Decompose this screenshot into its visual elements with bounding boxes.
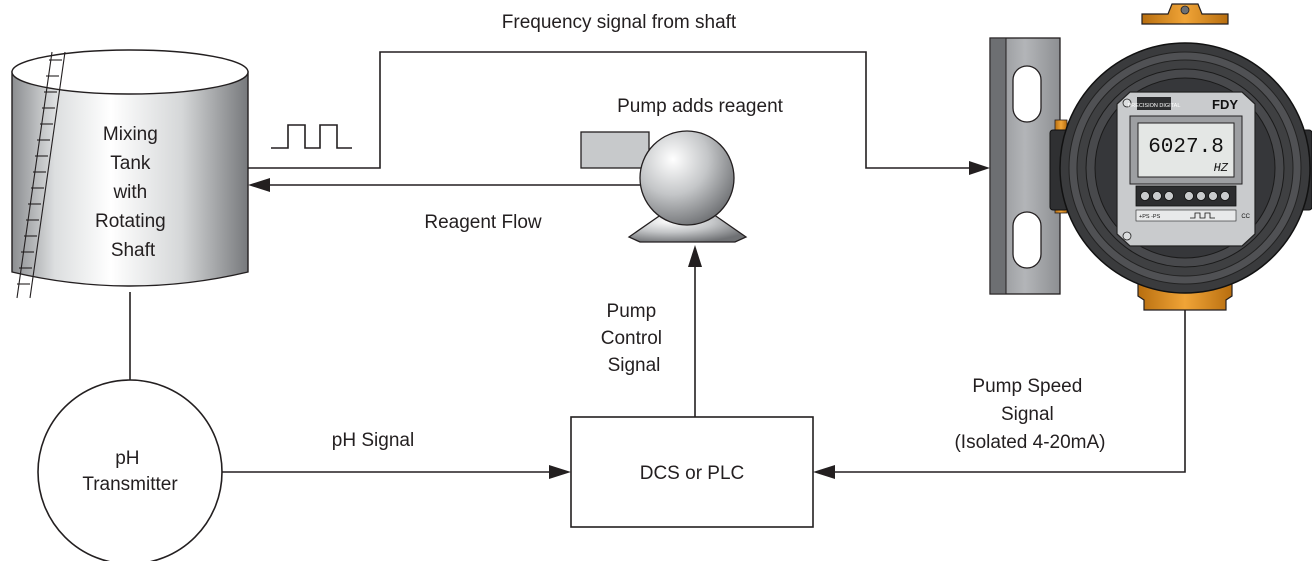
tank-label-line: Tank (110, 153, 151, 174)
terminal-legend: +PS -PS (1139, 214, 1161, 220)
faceplate-tag: CC (1241, 214, 1250, 220)
dcs-plc-box (570, 416, 814, 528)
faceplate-screw (1122, 98, 1132, 108)
pump-control-label-line: Signal (608, 355, 661, 376)
ph-transmitter-circle (37, 379, 223, 561)
mixing-tank (11, 49, 249, 287)
meter-faceplate: PRECISION DIGITAL FDY 6027.8 HZ +PS -PS … (1116, 91, 1256, 247)
pump-speed-label-line: Signal (1001, 404, 1054, 425)
tank-ladder (16, 51, 66, 299)
tank-label-line: Mixing (103, 124, 158, 145)
mounting-bracket (989, 37, 1061, 295)
bolt-stub (1054, 119, 1068, 131)
pump-speed-signal-line (834, 305, 1186, 473)
ph-transmitter-label: pH Transmitter (82, 448, 178, 495)
reagent-flow-arrowhead (248, 178, 270, 192)
tank-label-line: Shaft (111, 240, 156, 261)
brand-logo-text: PRECISION DIGITAL (1128, 103, 1181, 109)
frequency-signal-label: Frequency signal from shaft (502, 12, 737, 33)
pump (580, 130, 748, 243)
pump-control-signal-arrowhead (688, 245, 702, 267)
frequency-signal-line (248, 51, 972, 169)
pulse-icon (1190, 212, 1215, 219)
pulse-waveform-icon (271, 124, 352, 149)
fdy-meter: PRECISION DIGITAL FDY 6027.8 HZ +PS -PS … (989, 3, 1312, 311)
pump-speed-signal-arrowhead (813, 465, 835, 479)
brand-logo (1137, 97, 1171, 110)
terminal-screw (1164, 191, 1174, 201)
tank-label-line: with (112, 182, 147, 203)
pump-control-label-line: Pump (607, 301, 657, 322)
terminal-legend-strip (1135, 209, 1237, 222)
faceplate-screw (1122, 231, 1132, 241)
dcs-plc-label: DCS or PLC (640, 463, 745, 484)
ph-signal-arrowhead (549, 465, 571, 479)
ph-transmitter-label-line: Transmitter (82, 474, 178, 495)
terminal-screw (1196, 191, 1206, 201)
lcd-reading: 6027.8 (1148, 136, 1224, 159)
ph-transmitter-label-line: pH (115, 448, 139, 469)
terminal-screw (1208, 191, 1218, 201)
pump-speed-label-line: (Isolated 4-20mA) (954, 432, 1105, 453)
ph-signal-label: pH Signal (332, 430, 414, 451)
meter-model-label: FDY (1212, 97, 1238, 112)
lcd-unit: HZ (1214, 161, 1229, 175)
tank-label-line: Rotating (95, 211, 166, 232)
terminal-screw (1140, 191, 1150, 201)
pump-speed-signal-label: Pump Speed Signal (Isolated 4-20mA) (954, 376, 1105, 453)
terminal-screw (1152, 191, 1162, 201)
terminal-screw (1220, 191, 1230, 201)
pump-speed-label-line: Pump Speed (972, 376, 1082, 397)
lcd-display (1137, 122, 1235, 178)
tank-label: Mixing Tank with Rotating Shaft (95, 124, 171, 261)
reagent-flow-label: Reagent Flow (424, 212, 542, 233)
frequency-signal-arrowhead (969, 161, 990, 175)
pump-adds-reagent-label: Pump adds reagent (617, 96, 784, 117)
pump-control-label-line: Control (601, 328, 662, 349)
terminal-screw (1184, 191, 1194, 201)
pump-control-signal-label: Pump Control Signal (601, 301, 668, 376)
top-fitting-screw (1180, 5, 1190, 15)
